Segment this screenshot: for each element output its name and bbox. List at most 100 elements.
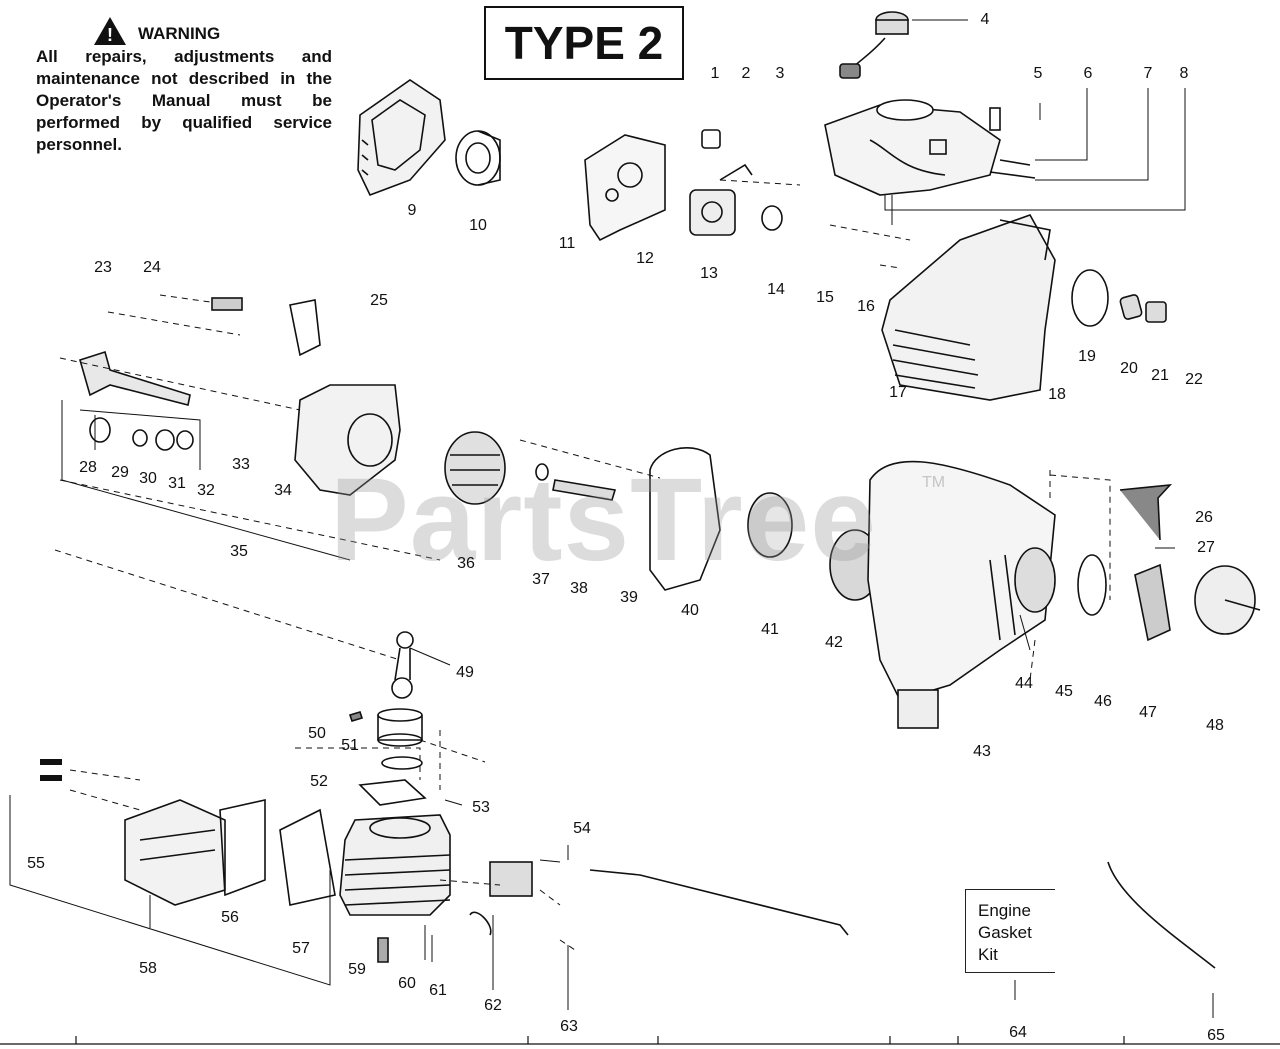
- callout-number: 27: [1197, 539, 1215, 556]
- callout-number: 5: [1033, 65, 1043, 82]
- callout-number: 51: [341, 737, 359, 754]
- warning-notice: ! WARNING All repairs, adjustments and m…: [36, 17, 332, 156]
- callout-number: 16: [857, 298, 875, 315]
- callout-number: 42: [825, 634, 843, 651]
- cylinder-gasket-part: [358, 779, 427, 806]
- fuel-tank-part: [824, 99, 1036, 196]
- ignition-lead-part: [589, 869, 849, 936]
- kit-label-line: Kit: [978, 945, 998, 964]
- callout-number: 11: [558, 235, 576, 252]
- callout-number: 4: [980, 11, 990, 28]
- callout-number: 49: [456, 664, 474, 681]
- filter-base-part: [584, 134, 666, 242]
- callout-number: 53: [472, 799, 490, 816]
- callout-number: 44: [1015, 675, 1033, 692]
- callout-number: 31: [168, 475, 186, 492]
- callout-number: 20: [1120, 360, 1138, 377]
- piston-part: [377, 708, 423, 747]
- switch-cover-part: [1145, 301, 1167, 323]
- callout-number: 59: [348, 961, 366, 978]
- callout-number: 47: [1139, 704, 1157, 721]
- cylinder-part: [339, 814, 451, 916]
- callout-number: 55: [27, 855, 45, 872]
- warning-title: WARNING: [138, 24, 221, 43]
- callout-number: 35: [230, 543, 248, 560]
- callout-number: 30: [139, 470, 157, 487]
- callout-number: 48: [1206, 717, 1224, 734]
- watermark: PartsTree: [330, 454, 877, 586]
- fuel-filter-part: [989, 107, 1001, 131]
- callout-number: 33: [232, 456, 250, 473]
- callout-number: 23: [94, 259, 112, 276]
- callout-number: 19: [1078, 348, 1096, 365]
- pin-part: [552, 479, 617, 501]
- callout-number: 13: [700, 265, 718, 282]
- callout-number: 58: [139, 960, 157, 977]
- callout-number: 40: [681, 602, 699, 619]
- callout-number: 32: [197, 482, 215, 499]
- callout-number: 64: [1009, 1024, 1027, 1041]
- callout-number: 29: [111, 464, 129, 481]
- muffler-gasket-part: [219, 799, 266, 897]
- callout-number: 28: [79, 459, 97, 476]
- crankcase-part: [294, 384, 401, 496]
- clutch-part: [1134, 563, 1171, 642]
- callout-number: 26: [1195, 509, 1213, 526]
- callout-number: 21: [1151, 367, 1169, 384]
- gasket-ring-part: [761, 205, 783, 231]
- callout-number: 39: [620, 589, 638, 606]
- watermark-trademark: TM: [922, 474, 946, 491]
- drum-part: [1194, 565, 1261, 635]
- air-filter-cover-part: [357, 79, 446, 197]
- callout-number: 9: [407, 202, 417, 219]
- callout-number: 18: [1048, 386, 1066, 403]
- piston-ring-part: [381, 756, 423, 770]
- callout-number: 3: [775, 65, 785, 82]
- engine-housing-part: [881, 214, 1056, 401]
- callout-number: 50: [308, 725, 326, 742]
- callout-number: 61: [429, 982, 447, 999]
- kit-label-line: Engine: [978, 901, 1031, 920]
- warning-icon: !: [94, 17, 126, 45]
- callout-number: 37: [532, 571, 550, 588]
- callout-number: 15: [816, 289, 834, 306]
- callout-number: 10: [469, 217, 487, 234]
- bracket-part: [289, 299, 321, 357]
- warning-heading: ! WARNING: [94, 17, 332, 46]
- callout-number: 2: [741, 65, 751, 82]
- crankshaft-part: [79, 350, 194, 451]
- carburetor-part: [689, 129, 753, 236]
- callout-number: 12: [636, 250, 654, 267]
- connecting-rod-part: [391, 631, 414, 699]
- callout-number: 45: [1055, 683, 1073, 700]
- starter-housing-part: [867, 460, 1056, 729]
- callout-number: 17: [889, 384, 907, 401]
- starter-handle-part: [1119, 483, 1173, 541]
- type-label-box: TYPE 2: [484, 6, 684, 80]
- callout-number: 54: [573, 820, 591, 837]
- washer-part: [535, 463, 549, 481]
- fan-shroud-part: [649, 447, 721, 591]
- throttle-cable-part: [1107, 861, 1216, 969]
- muffler-part: [124, 799, 226, 906]
- callout-number: 14: [767, 281, 785, 298]
- callout-number: 43: [973, 743, 991, 760]
- warning-text: All repairs, adjustments and maintenance…: [36, 47, 332, 154]
- callout-number: 52: [310, 773, 328, 790]
- callout-number: 22: [1185, 371, 1203, 388]
- flywheel-part: [444, 431, 506, 505]
- kit-label-line: Gasket: [978, 923, 1032, 942]
- callout-number: 65: [1207, 1027, 1225, 1044]
- type-label: TYPE 2: [504, 17, 664, 69]
- callout-number: 38: [570, 580, 588, 597]
- callout-number: 46: [1094, 693, 1112, 710]
- callout-number: 56: [221, 909, 239, 926]
- callout-number: 25: [370, 292, 388, 309]
- pulley-part: [747, 492, 793, 558]
- spacer-part: [1077, 554, 1107, 616]
- callout-number: 60: [398, 975, 416, 992]
- muffler-bolts-part: [40, 759, 62, 781]
- callout-number: 6: [1083, 65, 1093, 82]
